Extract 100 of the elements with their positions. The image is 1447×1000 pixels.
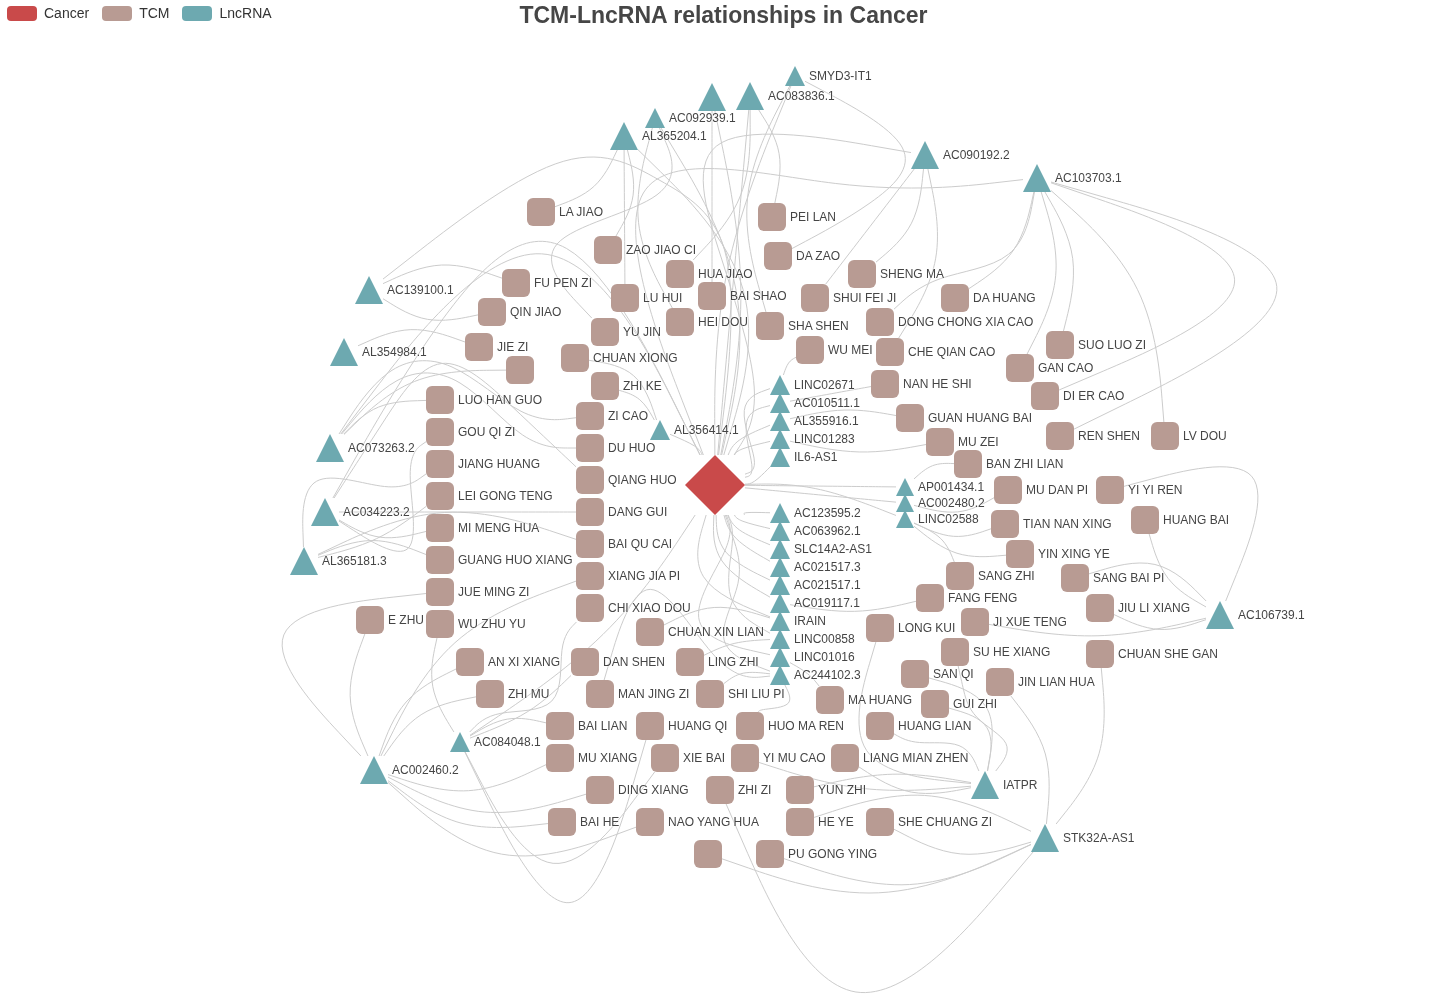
node-label: PU GONG YING <box>788 847 878 861</box>
node-label: LIANG MIAN ZHEN <box>863 751 969 765</box>
node-label: AC090192.2 <box>943 148 1010 162</box>
edge-line <box>913 522 955 563</box>
edge-line <box>464 751 656 864</box>
node-label: WU MEI <box>828 343 873 357</box>
edge-line <box>893 191 1035 310</box>
edge-line <box>663 606 771 626</box>
edge-line <box>723 671 771 684</box>
edge-line <box>783 844 1032 886</box>
edge-line <box>712 514 771 598</box>
legend-label: LncRNA <box>219 5 272 21</box>
node-label: DI ER CAO <box>1063 389 1125 403</box>
node-label: LINC02588 <box>918 512 979 526</box>
node-label: GUI ZHI <box>953 697 997 711</box>
edge-line <box>332 241 701 499</box>
edge-line <box>758 109 781 204</box>
node-label: HUANG BAI <box>1163 513 1229 527</box>
node-label: PEI LAN <box>790 210 837 224</box>
tcm-node <box>694 840 722 868</box>
edge-line <box>715 514 771 581</box>
node-label: AC103703.1 <box>1055 171 1122 185</box>
node-label: AC123595.2 <box>794 506 861 520</box>
edge-line <box>1088 562 1207 602</box>
edge-line <box>913 462 955 480</box>
node-label: ZHI ZI <box>738 783 772 797</box>
edge-line <box>727 514 771 546</box>
node-label: SMYD3-IT1 <box>809 69 872 83</box>
legend-label: TCM <box>139 5 170 21</box>
node-label: AL354984.1 <box>362 345 427 359</box>
node-label: TIAN NAN XING <box>1023 517 1112 531</box>
node-label: AL365181.3 <box>322 554 387 568</box>
edge-line <box>948 707 992 772</box>
edge-line <box>789 409 897 420</box>
node-label: AC084048.1 <box>474 735 541 749</box>
edge-line <box>717 109 750 456</box>
node-label: BAI LIAN <box>578 719 628 733</box>
edge-line <box>692 109 751 261</box>
edge-line <box>357 329 466 347</box>
edge-line <box>1123 466 1259 602</box>
node-label: AL365204.1 <box>642 129 707 143</box>
node-label: GUANG HUO XIANG <box>458 553 573 567</box>
node-label: AC092939.1 <box>669 111 736 125</box>
edge-line <box>913 525 1007 558</box>
node-label: AC073263.2 <box>348 441 415 455</box>
node-label: DING XIANG <box>618 783 689 797</box>
node-label: LINC01283 <box>794 432 855 446</box>
node-label: JI XUE TENG <box>993 615 1067 629</box>
edge-line <box>1044 191 1074 332</box>
node-label: JIANG HUANG <box>458 457 540 471</box>
node-label: LONG KUI <box>898 621 956 635</box>
edge-line <box>858 641 972 784</box>
node-label: YUN ZHI <box>818 783 866 797</box>
edge-line <box>913 522 992 537</box>
edge-line <box>858 766 972 794</box>
node-label: AC021517.3 <box>794 560 861 574</box>
edge-line <box>387 781 637 857</box>
edge-line <box>338 441 427 552</box>
edge-line <box>637 149 750 456</box>
node-label: HUANG LIAN <box>898 719 972 733</box>
node-label: XIE BAI <box>683 751 726 765</box>
node-label: LU HUI <box>643 291 683 305</box>
node-label: DAN SHEN <box>603 655 665 669</box>
node-label: AC010511.1 <box>794 396 860 410</box>
edge-line <box>988 617 1207 637</box>
node-label: E ZHU <box>388 613 424 627</box>
edge-line <box>383 696 477 757</box>
node-label: HUO MA REN <box>768 719 844 733</box>
edge-line <box>623 149 626 285</box>
node-label: XIANG JIA PI <box>608 569 681 583</box>
edge-line <box>281 593 427 757</box>
edge-line <box>744 487 897 503</box>
node-label: LINC02671 <box>794 378 855 392</box>
node-label: LINC01016 <box>794 650 855 664</box>
node-label: MU ZEI <box>958 435 999 449</box>
edge-line <box>469 675 572 739</box>
edge-line <box>743 511 771 516</box>
node-label: BAI QU CAI <box>608 537 672 551</box>
node-label: SANG BAI PI <box>1093 571 1165 585</box>
edge-line <box>341 372 577 449</box>
edge-line <box>813 773 972 788</box>
node-label: YI YI REN <box>1128 483 1183 497</box>
node-label: DU HUO <box>608 441 656 455</box>
edge-line <box>618 389 655 421</box>
tcm-node <box>506 356 534 384</box>
node-label: CHE QIAN CAO <box>908 345 996 359</box>
edge-line <box>697 514 771 618</box>
edge-line <box>789 662 820 687</box>
node-label: DA HUANG <box>973 291 1036 305</box>
node-label: SLC14A2-AS1 <box>794 542 873 556</box>
edge-line <box>1026 191 1057 355</box>
node-label: QIANG HUO <box>608 473 677 487</box>
node-label: AC034223.2 <box>343 505 410 519</box>
node-label: STK32A-AS1 <box>1063 831 1135 845</box>
node-label: SHE CHUANG ZI <box>898 815 992 829</box>
edge-line <box>302 473 427 548</box>
node-label: IL6-AS1 <box>794 450 838 464</box>
edge-line <box>615 149 635 237</box>
node-label: AC002480.2 <box>918 496 985 510</box>
edge-line <box>551 127 673 319</box>
